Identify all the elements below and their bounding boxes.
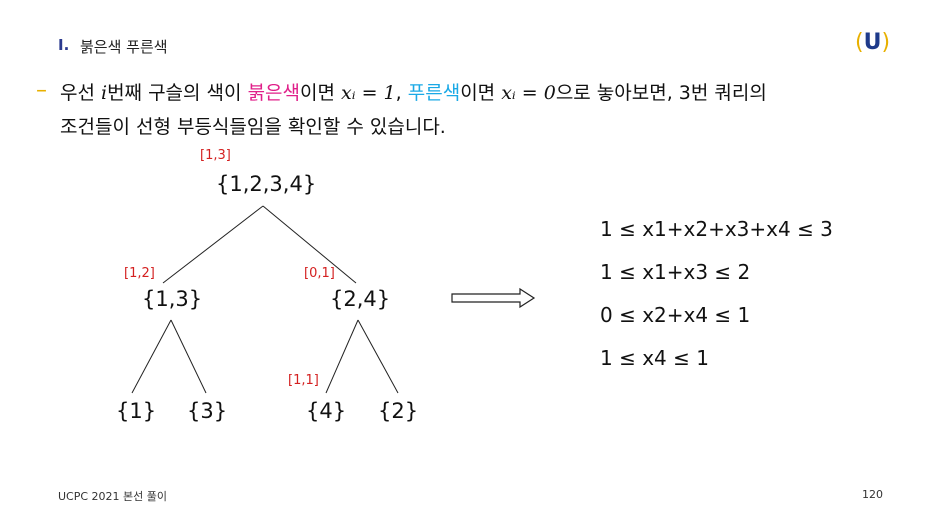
- text-part: 우선: [60, 82, 101, 104]
- node-left: {1,3}: [142, 287, 203, 311]
- blue-word: 푸른색: [407, 82, 461, 104]
- interval-leaf-4: [1,1]: [288, 373, 319, 388]
- comma: ,: [395, 82, 408, 104]
- node-root: {1,2,3,4}: [216, 172, 317, 196]
- edge-right-leaf4: [325, 319, 359, 394]
- edge-left-leaf1: [131, 319, 172, 394]
- interval-right: [0,1]: [304, 266, 335, 281]
- section-title: 붉은색 푸른색: [80, 38, 168, 56]
- logo-letter: U: [863, 30, 882, 55]
- inequality-1: 1 ≤ x1+x2+x3+x4 ≤ 3: [600, 217, 833, 241]
- interval-left: [1,2]: [124, 266, 155, 281]
- body-line-1: 우선 i번째 구슬의 색이 붉은색이면 xᵢ = 1, 푸른색이면 xᵢ = 0…: [60, 78, 767, 105]
- section-number: I.: [58, 36, 70, 54]
- edge-root-left: [162, 205, 264, 284]
- inequality-2: 1 ≤ x1+x3 ≤ 2: [600, 260, 751, 284]
- node-right: {2,4}: [330, 287, 391, 311]
- footer-text: UCPC 2021 본선 풀이: [58, 490, 168, 503]
- inequality-3: 0 ≤ x2+x4 ≤ 1: [600, 303, 751, 327]
- node-leaf-4: {4}: [306, 399, 347, 423]
- red-word: 붉은색: [247, 82, 301, 104]
- edge-left-leaf3: [170, 319, 207, 394]
- edge-root-right: [262, 205, 357, 284]
- body-line-2: 조건들이 선형 부등식들임을 확인할 수 있습니다.: [60, 116, 446, 138]
- interval-root: [1,3]: [200, 148, 231, 163]
- node-leaf-1: {1}: [116, 399, 157, 423]
- math-var-i: i: [101, 82, 108, 104]
- text-part: 번째 구슬의 색이: [107, 82, 248, 104]
- edge-right-leaf2: [357, 319, 399, 394]
- page-number: 120: [862, 488, 883, 501]
- node-leaf-2: {2}: [378, 399, 419, 423]
- node-leaf-3: {3}: [187, 399, 228, 423]
- logo-left-paren: (: [855, 30, 864, 55]
- logo: (U): [855, 30, 890, 55]
- math-eq-blue: xᵢ = 0: [501, 82, 556, 104]
- double-arrow-icon: [451, 287, 536, 309]
- text-part: 으로 놓아보면, 3번 쿼리의: [555, 82, 767, 104]
- logo-right-paren: ): [881, 30, 891, 55]
- text-part: 이면: [460, 82, 502, 104]
- math-eq-red: xᵢ = 1: [341, 82, 396, 104]
- inequality-4: 1 ≤ x4 ≤ 1: [600, 346, 709, 370]
- text-part: 이면: [300, 82, 342, 104]
- bullet-dash: –: [36, 78, 47, 103]
